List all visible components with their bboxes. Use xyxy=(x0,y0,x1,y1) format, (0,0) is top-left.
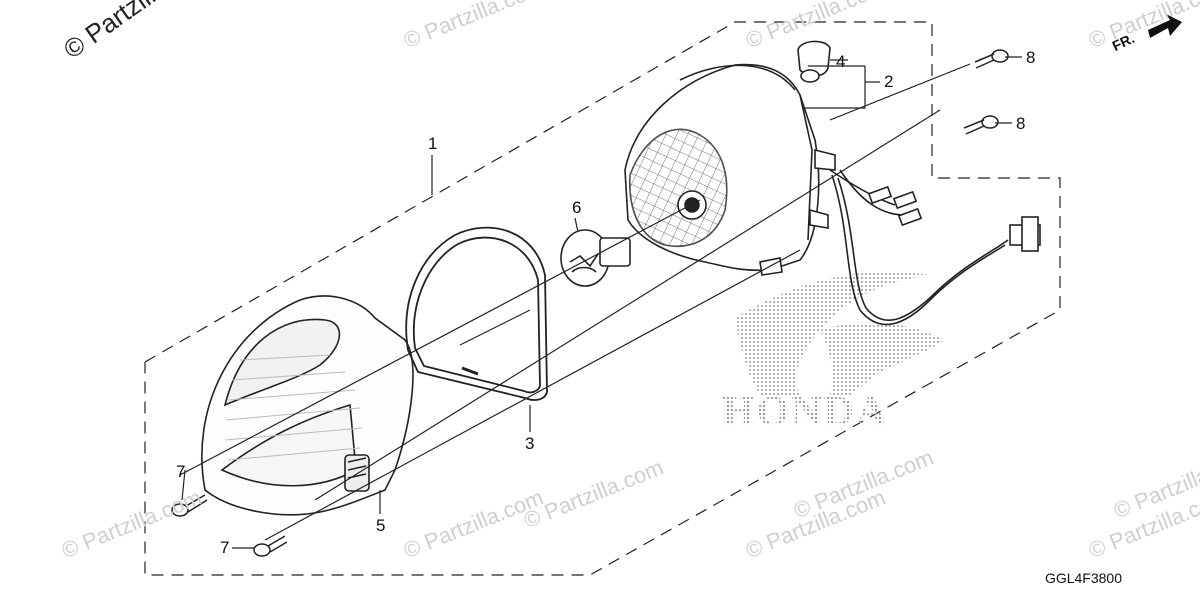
callout-6: 6 xyxy=(572,198,582,217)
screw-7b xyxy=(253,535,288,557)
diagram-code: GGL4F3800 xyxy=(1044,570,1122,586)
lens-gasket xyxy=(405,226,548,401)
taillight-housing xyxy=(624,63,836,276)
leader-lines xyxy=(179,56,1022,549)
screw-8a xyxy=(974,49,1009,69)
front-direction-arrow xyxy=(1148,14,1182,38)
callout-7b: 7 xyxy=(220,538,230,557)
wiring-harness xyxy=(829,169,1041,326)
callout-7a: 7 xyxy=(176,462,186,481)
callout-8b: 8 xyxy=(1016,114,1026,133)
callout-1: 1 xyxy=(428,134,438,153)
screw-8b xyxy=(963,115,999,135)
assembly-outline xyxy=(144,21,1061,576)
callout-8a: 8 xyxy=(1026,48,1036,67)
taillight-lens xyxy=(201,295,414,516)
socket-grommet xyxy=(797,40,831,83)
bulb xyxy=(560,229,631,287)
callout-5: 5 xyxy=(376,516,386,535)
callout-4: 4 xyxy=(836,52,846,71)
screw-7a xyxy=(171,494,208,517)
honda-wing-logo xyxy=(735,271,945,395)
callout-3: 3 xyxy=(525,434,535,453)
callout-2: 2 xyxy=(884,72,894,91)
honda-brand-text: HONDA xyxy=(722,389,889,435)
